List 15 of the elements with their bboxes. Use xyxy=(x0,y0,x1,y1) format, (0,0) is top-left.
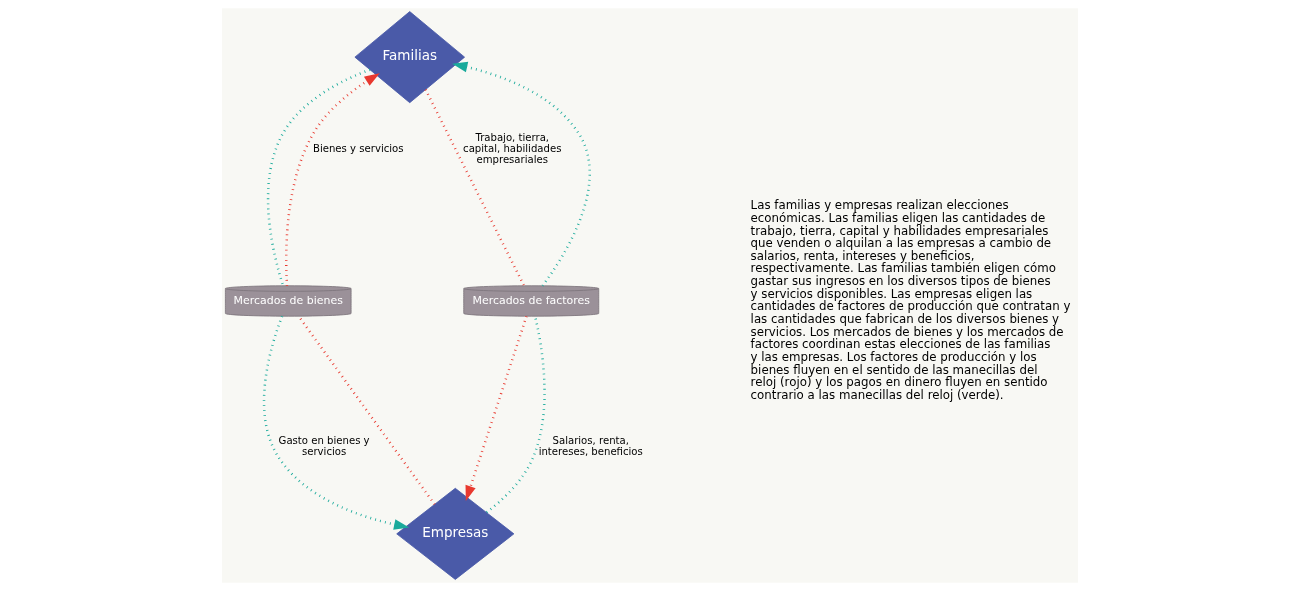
arrow xyxy=(452,61,591,287)
label: Las familias y empresas realizan elecciones económicas. Las familias eligen las cantidades de trabajo, tierra, capital y habilidades empresariales que venden o alquilan a las empresas a cambio de salarios, renta, intereses y beneficios, respectivamente. Las familias también eligen cómo gastar sus ingresos en los diversos tipos de bienes y servicios disponibles. Las empresas eligen las cantidades de factores de producción que contratan y las cantidades que fabrican de los diversos bienes y servicios. Los mercados de bienes y los mercados de factores coordinan estas elecciones de las familias y las empresas. Los factores de producción y los bienes fluyen en el sentido de las manecillas del reloj (rojo) y los pagos en dinero fluyen en sentido contrario a las manecillas del reloj (verde). xyxy=(750,198,1071,403)
edge-label: Salarios, renta, intereses, beneficios xyxy=(538,435,643,458)
arrow xyxy=(285,73,380,286)
edge-label: Gasto en bienes y servicios xyxy=(278,435,370,458)
edge-label: Bienes y servicios xyxy=(313,143,404,155)
edge-label: Trabajo, tierra, capital, habilidades empresariales xyxy=(463,132,562,166)
arrow xyxy=(262,315,410,530)
connector xyxy=(424,89,526,287)
connector xyxy=(485,316,546,514)
connector xyxy=(297,315,436,506)
connector xyxy=(266,68,371,287)
arrow xyxy=(465,315,528,501)
node-diamond: Empresas xyxy=(396,487,515,580)
node-diamond: Familias xyxy=(354,11,465,104)
